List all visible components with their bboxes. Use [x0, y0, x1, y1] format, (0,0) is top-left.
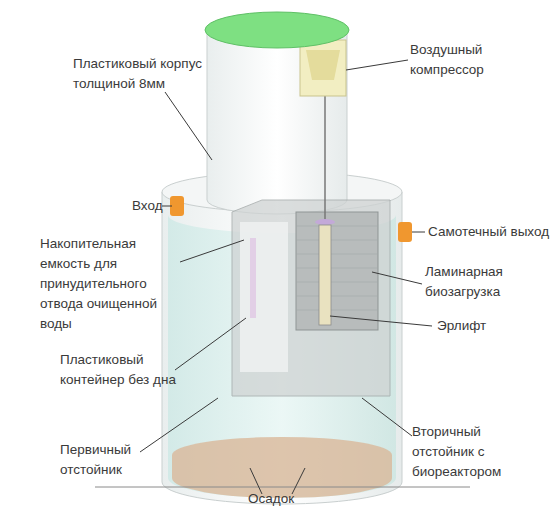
callout-label: Пластиковый корпус толщиной 8мм	[73, 54, 213, 94]
callout-label: Вход	[132, 196, 192, 216]
callout-label: Эрлифт	[437, 316, 517, 336]
bio-media	[296, 212, 378, 330]
tank-body	[162, 192, 402, 504]
callout-label: Ламинарная биозагрузка	[425, 262, 535, 302]
callout-label: Воздушный компрессор	[410, 40, 510, 80]
airlift-tube	[319, 225, 331, 325]
outlet-pipe	[398, 222, 412, 242]
air-compressor	[300, 40, 346, 96]
storage-tank-edge	[250, 238, 256, 318]
tank-neck	[207, 30, 347, 214]
green-lid	[205, 12, 349, 48]
bio-media-lines	[296, 226, 378, 310]
sediment-layer	[172, 437, 392, 498]
air-pipe	[324, 95, 326, 222]
callout-label: Вторичный отстойник с биореактором	[412, 422, 512, 482]
airlift-head	[315, 219, 335, 225]
leader-lines	[140, 60, 432, 494]
callout-label: Самотечный выход	[428, 222, 550, 242]
inlet-pipe	[170, 196, 184, 216]
callout-label: Накопительная емкость для принудительног…	[40, 234, 170, 334]
callout-label: Осадок	[248, 489, 318, 509]
callout-label: Пластиковый контейнер без дна	[60, 350, 195, 390]
inner-container	[232, 200, 390, 396]
compressor-detail	[306, 50, 340, 80]
storage-tank	[240, 222, 288, 372]
callout-label: Первичный отстойник	[60, 440, 145, 480]
ground-line	[95, 487, 470, 488]
